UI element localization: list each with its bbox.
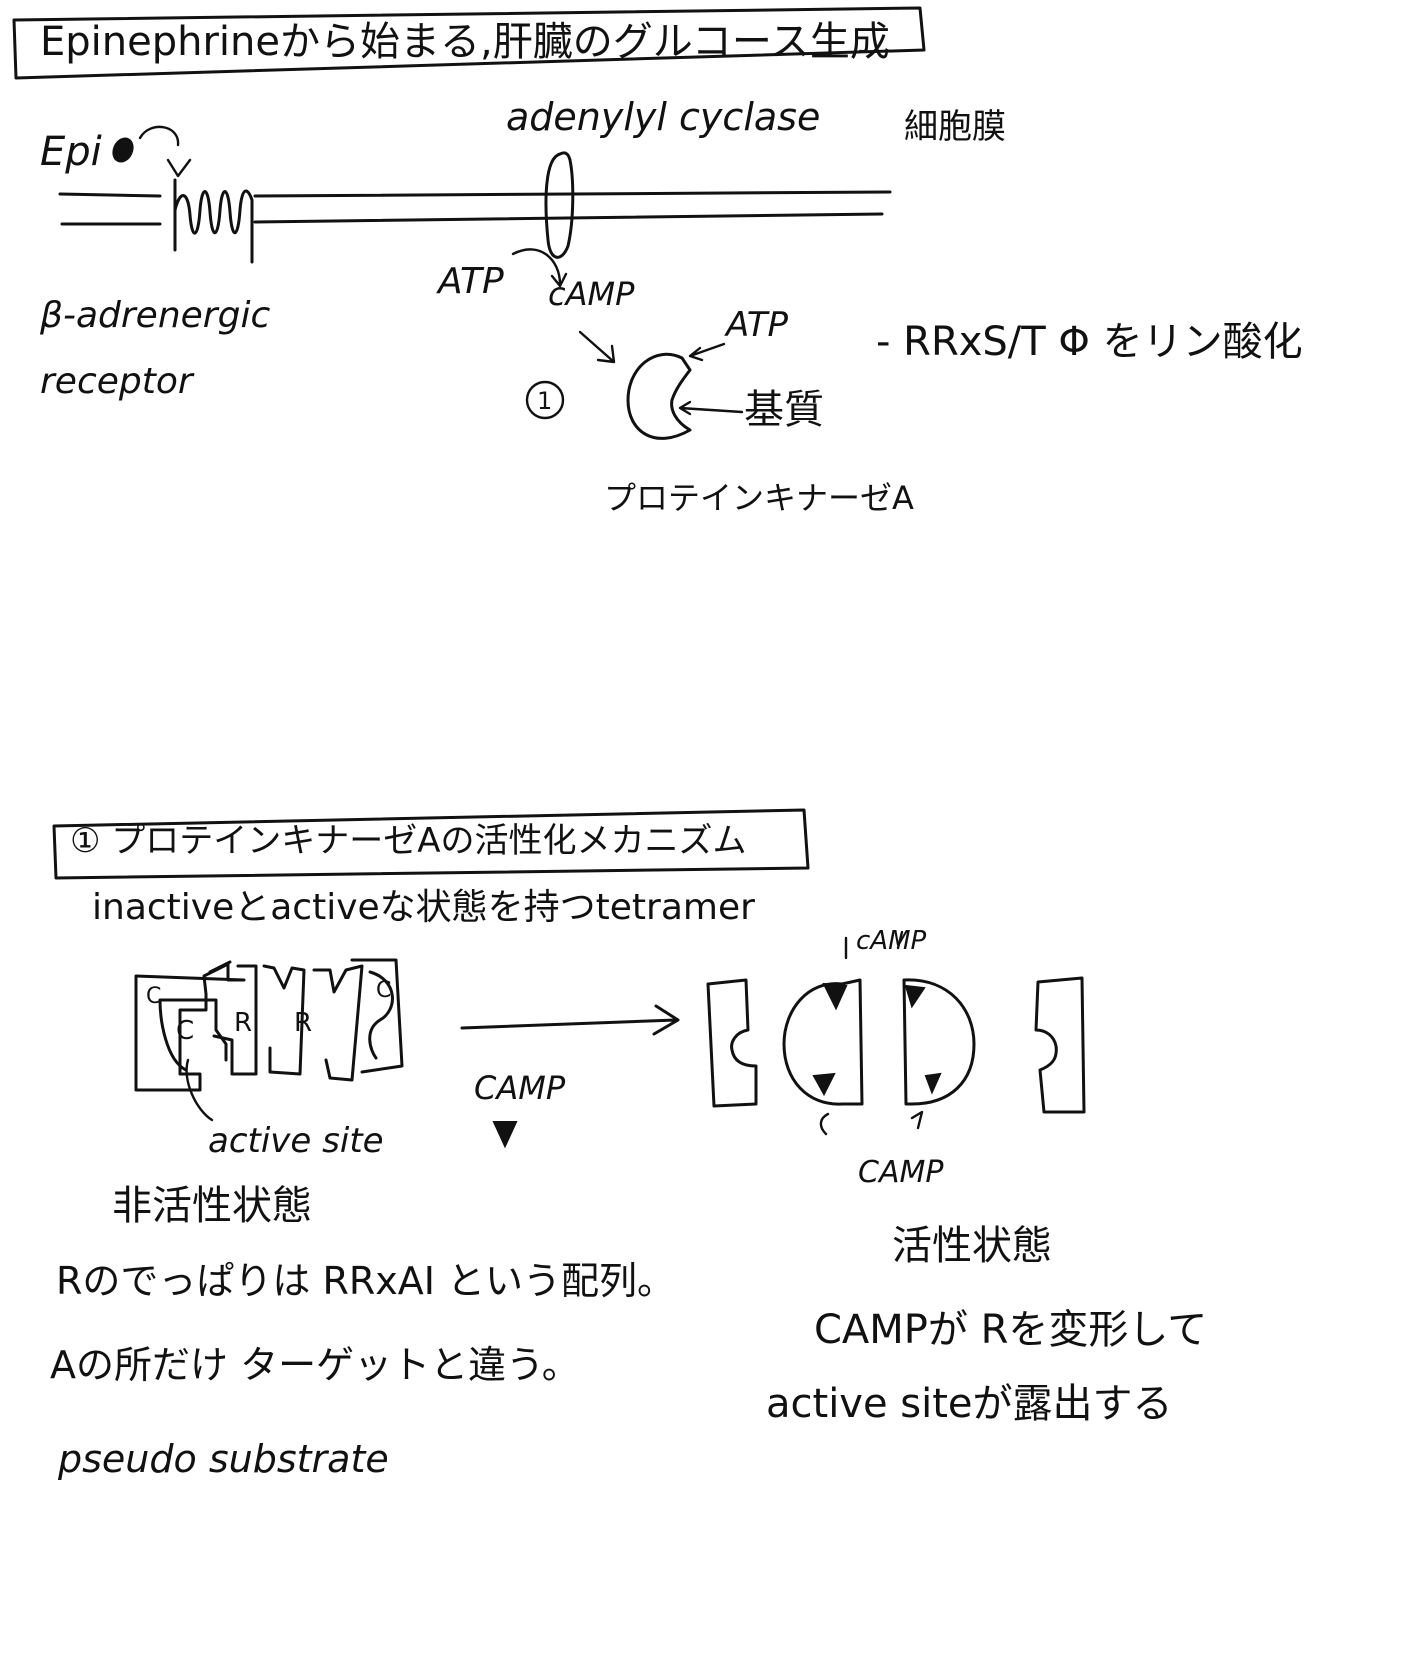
protein-kinase-a-label: プロテインキナーゼA: [604, 479, 914, 517]
phosphorylation-note: - RRxS/T Φ をリン酸化: [876, 319, 1303, 365]
circled-number-1: 1: [537, 387, 553, 415]
camp-to-kinase-arrow: [578, 330, 616, 364]
section2-subtitle: inactiveとactiveな状態を持つtetramer: [92, 887, 755, 928]
kinase-atp-label: ATP: [726, 305, 789, 345]
active-state-label: 活性状態: [892, 1223, 1052, 1269]
camp-top-label: cAMP: [856, 926, 927, 956]
substrate-arrow: [678, 400, 744, 416]
note-right-line-2: active siteが露出する: [766, 1381, 1173, 1427]
epi-binding-arrow: [138, 125, 192, 178]
epinephrine-molecule-icon: [112, 137, 134, 163]
note-line-3: pseudo substrate: [58, 1437, 389, 1481]
inactive-tetramer-icon: [134, 958, 404, 1122]
epi-label: Epi: [40, 129, 102, 175]
circled-number-1-outline: [525, 380, 565, 420]
cell-membrane-label: 細胞膜: [904, 107, 1006, 147]
active-state-icon: [706, 930, 1086, 1136]
camp-label: cAMP: [548, 275, 635, 313]
note-line-2: Aの所だけ ターゲットと違う。: [50, 1343, 580, 1387]
note-line-1: Rのでっぱりは RRxAI という配列。: [56, 1259, 676, 1303]
note-right-line-1: CAMPが Rを変形して: [814, 1307, 1208, 1353]
kinase-atp-arrow: [688, 342, 726, 362]
c-label-3: C: [376, 978, 392, 1003]
protein-kinase-a-icon: [626, 352, 692, 440]
atp-to-camp-arrow: [511, 248, 568, 288]
active-site-label: active site: [208, 1121, 384, 1161]
section2-title: ① プロテインキナーゼAの活性化メカニズム: [70, 821, 747, 861]
receptor-label-line1: β-adrenergic: [40, 295, 271, 336]
r-label-2: R: [294, 1008, 313, 1038]
adenylyl-cyclase-icon: [544, 151, 575, 259]
adenylyl-cyclase-label: adenylyl cyclase: [506, 95, 821, 139]
section1-title: Epinephrineから始まる,肝臓のグルコース生成: [40, 19, 890, 65]
r-label-1: R: [234, 1008, 253, 1038]
atp-label: ATP: [438, 261, 504, 302]
inactive-state-label: 非活性状態: [112, 1183, 312, 1229]
substrate-label: 基質: [744, 387, 824, 433]
cell-membrane-bottom: [60, 212, 884, 226]
receptor-label-line2: receptor: [40, 361, 193, 402]
c-label-1: C: [146, 984, 162, 1009]
beta-adrenergic-receptor-icon: [173, 178, 254, 264]
title-box-1: [12, 6, 926, 80]
camp-arrow-label: CAMP: [474, 1069, 566, 1107]
camp-molecule-icon: [492, 1121, 518, 1149]
activation-arrow: [460, 1004, 680, 1036]
camp-bottom-label: CAMP: [858, 1155, 944, 1190]
title-box-2: [52, 808, 810, 880]
c-label-2: C: [176, 1016, 195, 1046]
